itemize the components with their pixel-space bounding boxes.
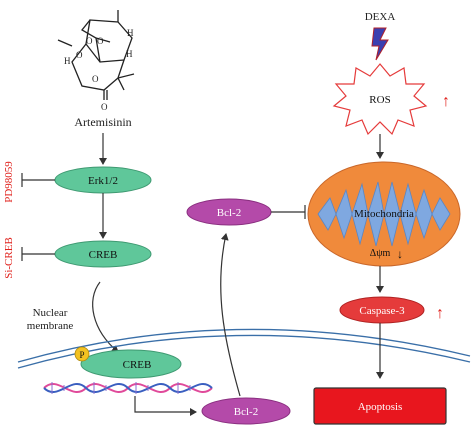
nuclear-creb-node xyxy=(80,349,182,379)
svg-text:O: O xyxy=(76,50,83,60)
svg-text:H: H xyxy=(126,49,133,59)
phospho-label: P xyxy=(79,350,84,360)
nuclear-membrane-label-1: Nuclear xyxy=(33,307,68,319)
svg-text:O: O xyxy=(101,102,108,112)
arrow-creb-to-nuclear-creb xyxy=(92,281,119,353)
svg-text:O: O xyxy=(97,36,104,46)
ros-label: ROS xyxy=(369,94,390,106)
delta-psi-label: Δψm xyxy=(370,248,391,259)
nuclear-creb-label: CREB xyxy=(123,359,152,371)
svg-text:O: O xyxy=(92,74,99,84)
erk-label: Erk1/2 xyxy=(88,175,118,187)
artemisinin-atom-labels: O O O O O H H H xyxy=(64,28,134,112)
pd98059-inhibition xyxy=(21,173,55,187)
svg-text:O: O xyxy=(86,36,93,46)
dexa-label: DEXA xyxy=(365,11,396,23)
mitochondria-label: Mitochondria xyxy=(354,208,414,220)
caspase3-node xyxy=(339,296,425,324)
svg-text:H: H xyxy=(64,56,71,66)
bcl2-bottom-label: Bcl-2 xyxy=(234,406,258,418)
bcl2-bottom-node xyxy=(201,397,291,425)
si-creb-inhibition xyxy=(21,247,55,261)
caspase-up-indicator: ↑ xyxy=(436,305,444,322)
mitochondria-inner-membrane xyxy=(317,181,451,247)
bcl2-mito-inhibition xyxy=(271,205,306,219)
apoptosis-box xyxy=(313,387,447,425)
dna-helix-icon xyxy=(43,382,213,394)
svg-text:H: H xyxy=(127,28,134,38)
ros-burst-shape xyxy=(332,63,428,136)
creb-label: CREB xyxy=(89,249,118,261)
nuclear-membrane-label-2: membrane xyxy=(27,320,74,332)
artemisinin-structure-icon xyxy=(57,10,135,100)
delta-psi-down-indicator: ↓ xyxy=(397,247,403,261)
pd98059-label: PD98059 xyxy=(3,161,15,203)
phospho-icon xyxy=(74,346,90,362)
ros-up-indicator: ↑ xyxy=(442,93,450,110)
arrow-dna-to-bcl2 xyxy=(134,396,197,416)
arrow-bcl2-bottom-to-top xyxy=(220,233,241,397)
lightning-icon xyxy=(371,27,389,61)
bcl2-top-label: Bcl-2 xyxy=(217,207,241,219)
si-creb-label: Si-CREB xyxy=(3,237,15,279)
caspase3-label: Caspase-3 xyxy=(359,305,405,317)
apoptosis-label: Apoptosis xyxy=(358,401,403,413)
compound-name: Artemisinin xyxy=(74,115,131,129)
